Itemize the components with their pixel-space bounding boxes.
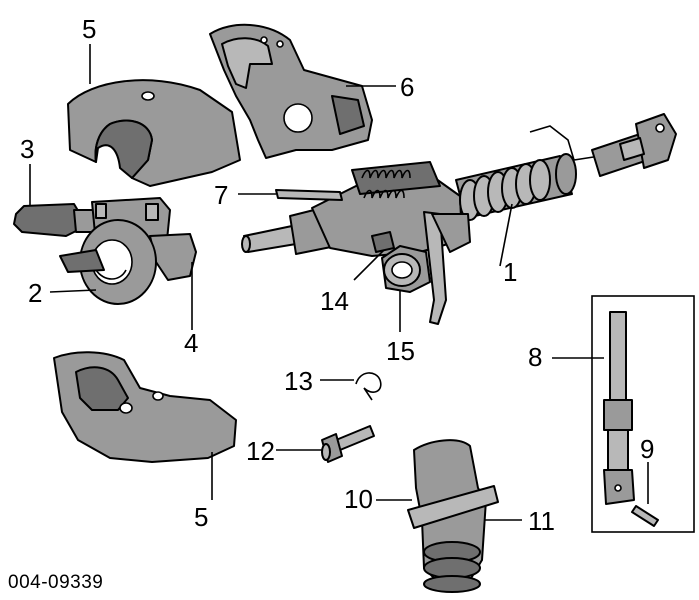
callout-5-top: 5 (82, 14, 96, 44)
callout-4: 4 (184, 328, 198, 358)
clockspring-part (59, 219, 157, 305)
callout-14: 14 (320, 286, 349, 316)
bolt-part (321, 425, 375, 463)
callout-3: 3 (20, 134, 34, 164)
callout-11: 11 (528, 506, 555, 536)
lower-shroud-part (209, 23, 373, 159)
roll-pin-part (631, 505, 659, 527)
intermediate-shaft-part (603, 311, 635, 505)
callout-8: 8 (528, 342, 542, 372)
lock-cylinder-part (371, 231, 431, 293)
steering-column-assembly-part (241, 113, 677, 325)
inset-frame (591, 295, 695, 533)
callout-6: 6 (400, 72, 414, 102)
callout-13: 13 (284, 366, 313, 396)
retaining-clip-part (355, 372, 382, 401)
lower-shroud-bottom-part (53, 351, 237, 463)
callout-1: 1 (503, 257, 517, 287)
callout-12: 12 (246, 436, 275, 466)
leader-lines (29, 44, 649, 521)
callout-2: 2 (28, 278, 42, 308)
callout-9: 9 (640, 434, 654, 464)
callout-10: 10 (344, 484, 373, 514)
upper-shroud-part (67, 79, 241, 187)
boot-grommet-part (407, 439, 499, 593)
figure-code: 004-09339 (8, 572, 103, 593)
callout-7: 7 (214, 180, 228, 210)
callout-15: 15 (386, 336, 415, 366)
callout-5-bottom: 5 (194, 502, 208, 532)
